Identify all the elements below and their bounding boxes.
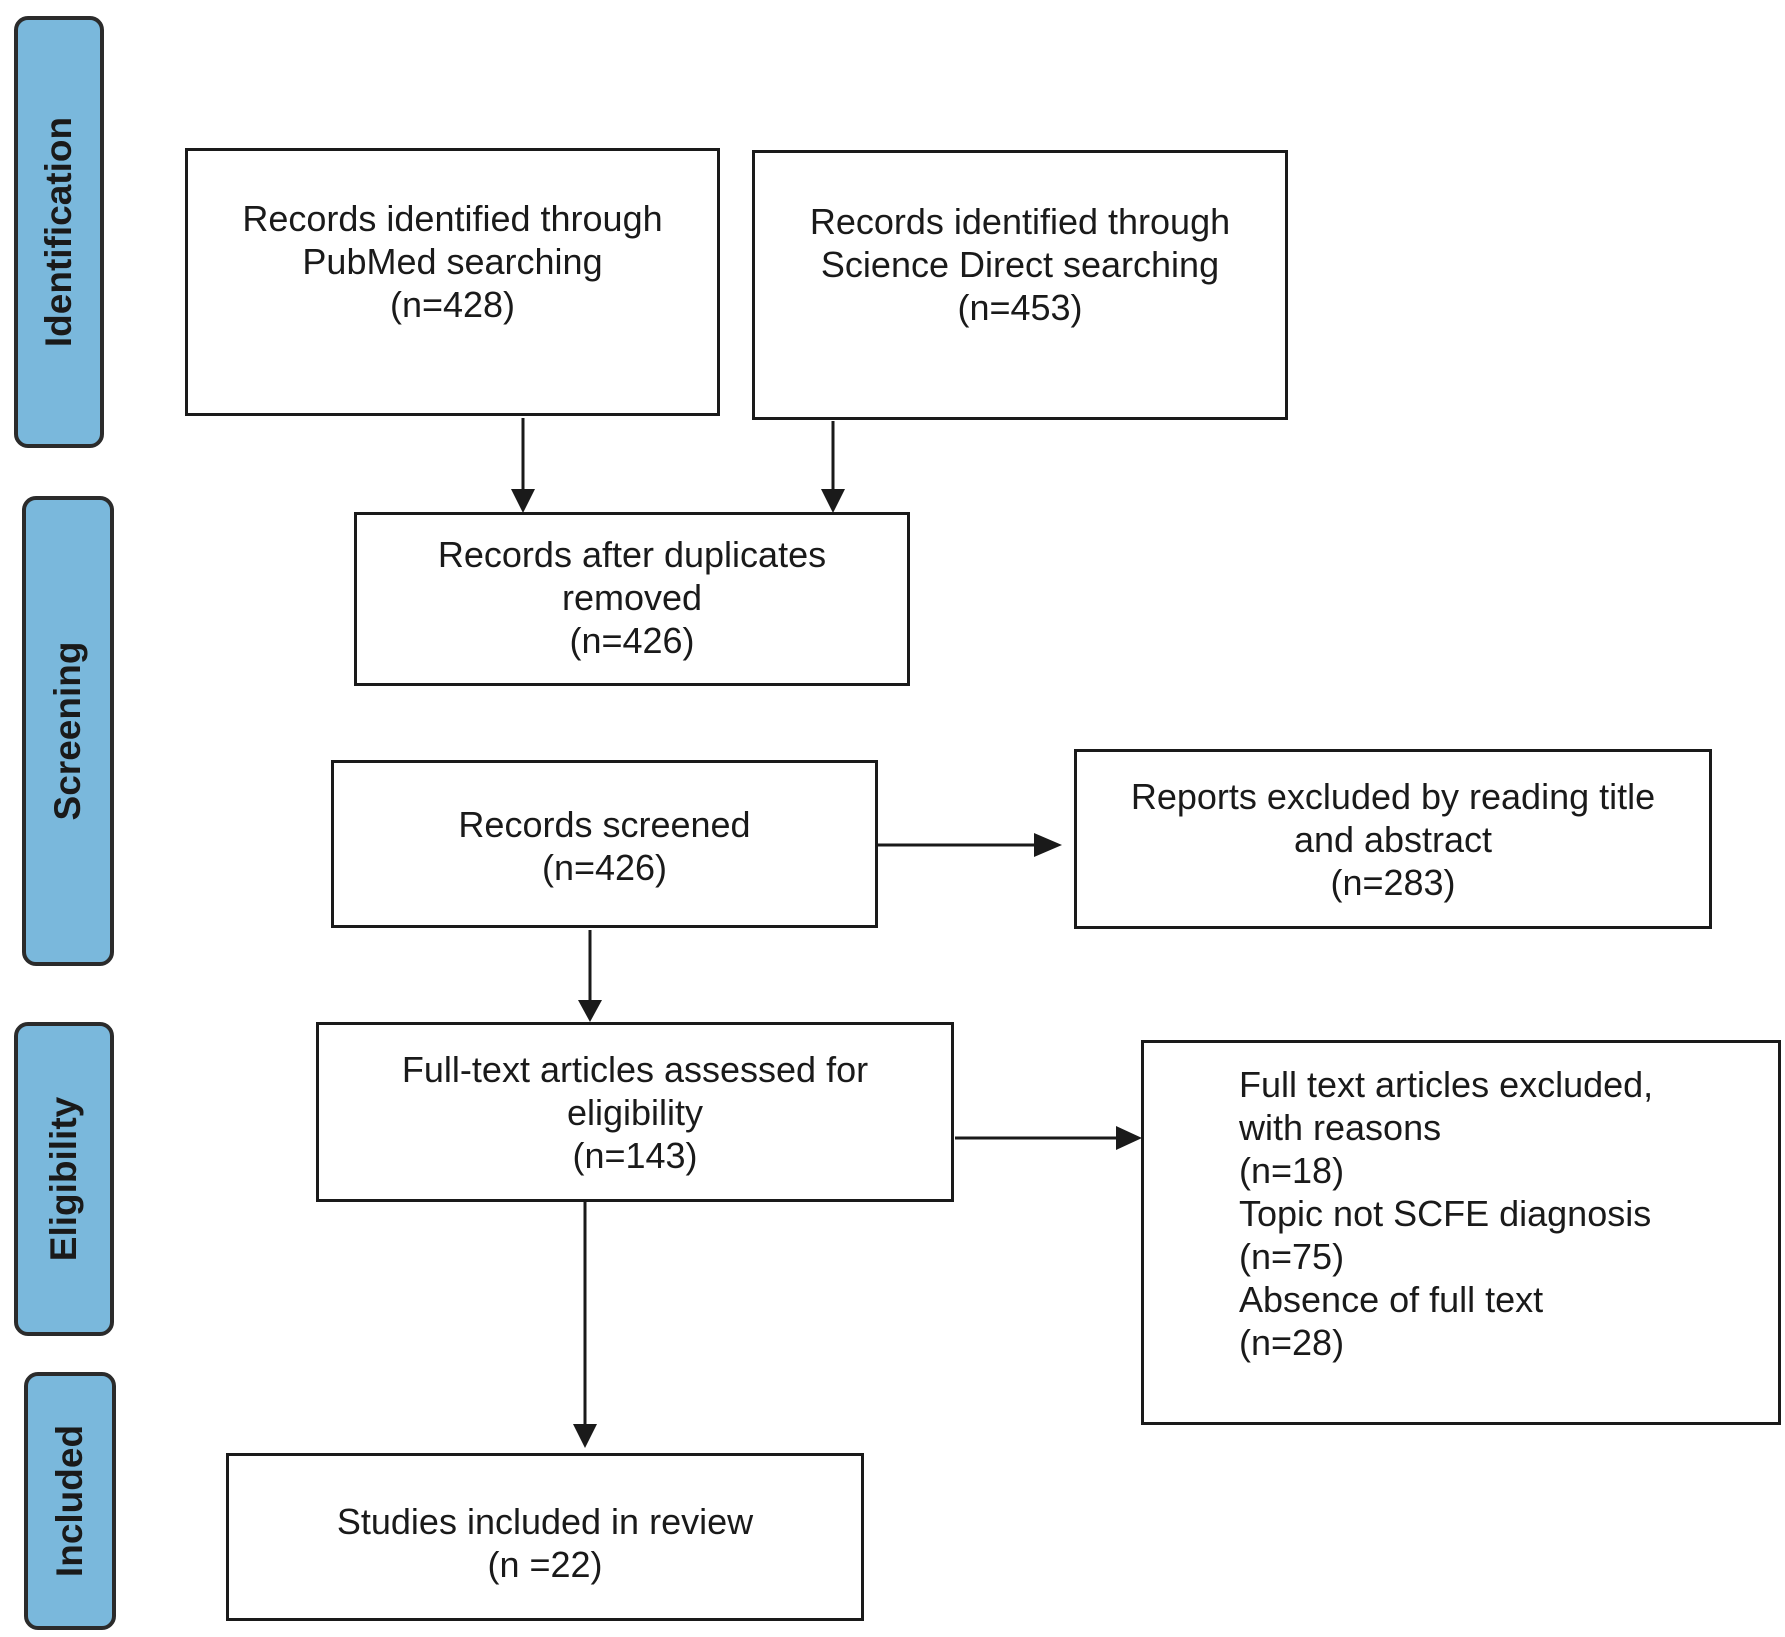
box-sciencedirect-records: Records identified through Science Direc… xyxy=(752,150,1288,420)
box-pubmed-records: Records identified through PubMed search… xyxy=(185,148,720,416)
stage-eligibility-label: Eligibility xyxy=(43,1096,84,1262)
stage-eligibility: Eligibility xyxy=(14,1022,114,1336)
box-records-screened: Records screened (n=426) xyxy=(331,760,878,928)
stage-screening-label: Screening xyxy=(47,641,88,821)
stage-identification-label: Identification xyxy=(38,116,79,348)
box-after-duplicates-text: Records after duplicates removed (n=426) xyxy=(437,534,827,661)
box-after-duplicates: Records after duplicates removed (n=426) xyxy=(354,512,910,686)
box-records-screened-text: Records screened (n=426) xyxy=(458,804,751,888)
box-sciencedirect-text: Records identified through Science Direc… xyxy=(809,201,1231,328)
arrowhead-sciencedirect xyxy=(821,489,845,513)
stage-included: Included xyxy=(24,1372,116,1630)
box-studies-included: Studies included in review (n =22) xyxy=(226,1453,864,1621)
box-fulltext-assessed: Full-text articles assessed for eligibil… xyxy=(316,1022,954,1202)
box-studies-included-text: Studies included in review (n =22) xyxy=(336,1501,754,1585)
stage-screening: Screening xyxy=(22,496,114,966)
arrowhead-excluded-title xyxy=(1034,833,1062,857)
box-pubmed-text: Records identified through PubMed search… xyxy=(242,198,663,325)
arrowhead-included xyxy=(573,1424,597,1448)
box-excluded-title-abstract-text: Reports excluded by reading title and ab… xyxy=(1130,776,1656,903)
arrowhead-pubmed xyxy=(511,489,535,513)
box-excluded-title-abstract: Reports excluded by reading title and ab… xyxy=(1074,749,1712,929)
stage-included-label: Included xyxy=(49,1424,90,1578)
arrowhead-fulltext xyxy=(578,1000,602,1022)
box-fulltext-excluded: Full text articles excluded, with reason… xyxy=(1141,1040,1781,1425)
stage-identification: Identification xyxy=(14,16,104,448)
box-fulltext-assessed-text: Full-text articles assessed for eligibil… xyxy=(401,1049,869,1176)
box-fulltext-excluded-text: Full text articles excluded, with reason… xyxy=(1239,1064,1654,1363)
arrowhead-excluded-fulltext xyxy=(1116,1126,1142,1150)
